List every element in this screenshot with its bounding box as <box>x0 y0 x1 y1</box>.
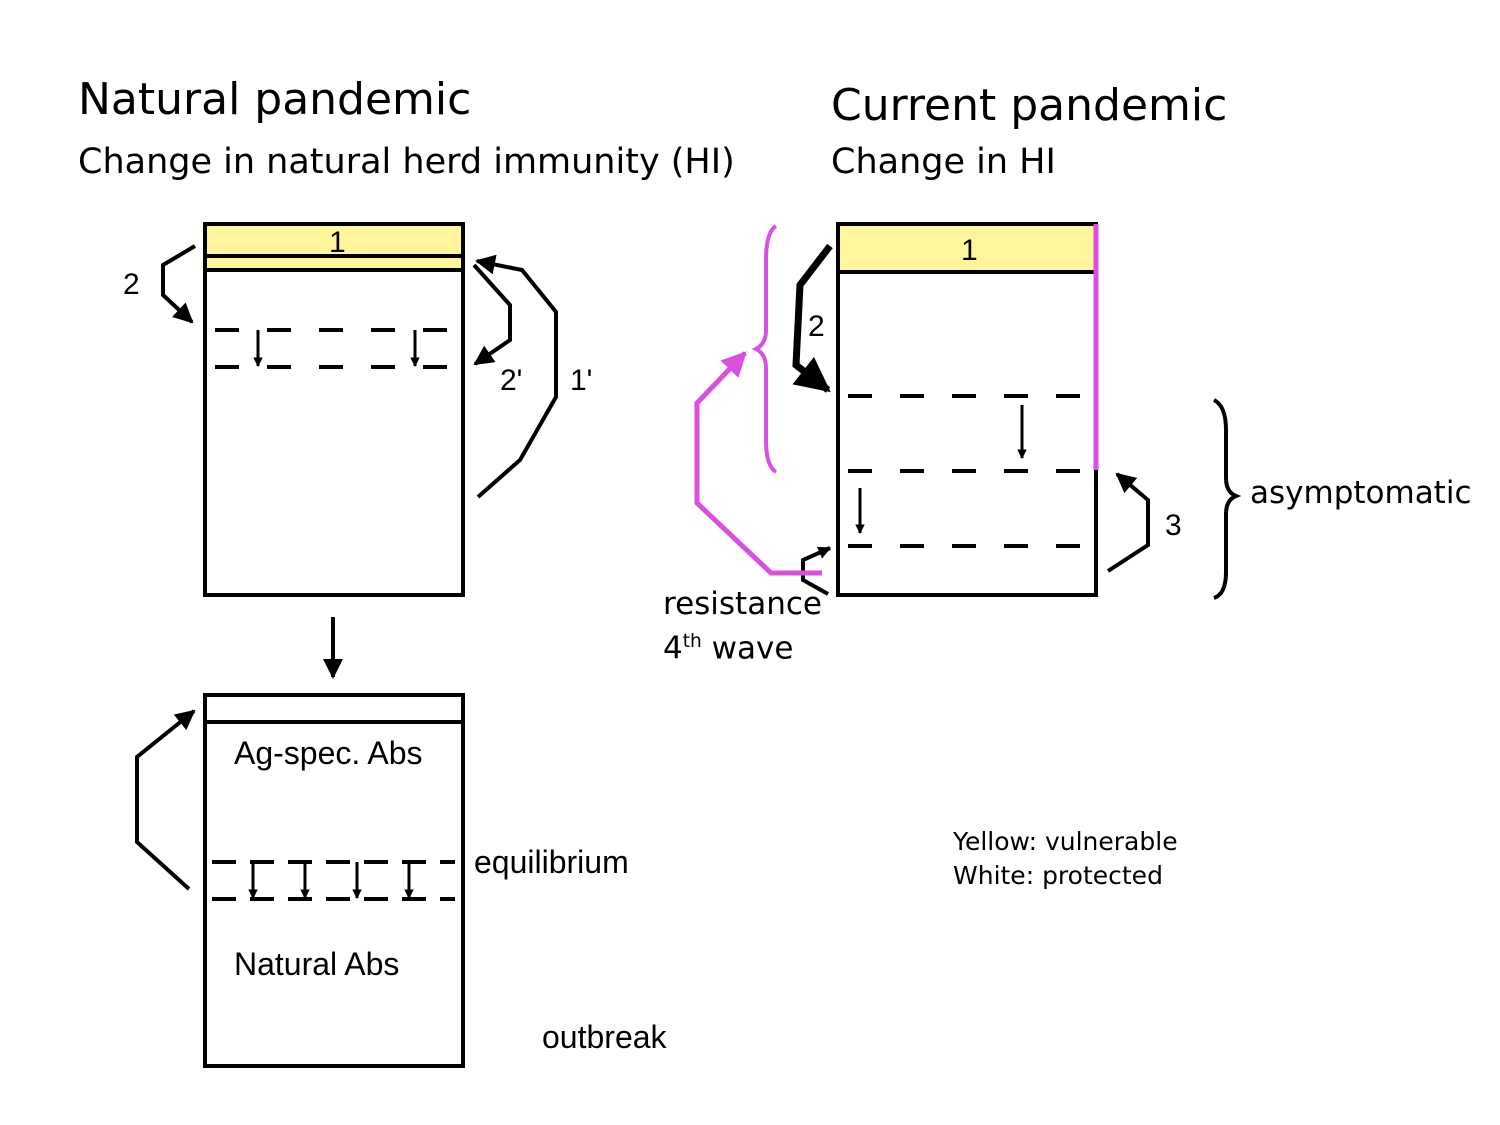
left-subtitle: Change in natural herd immunity (HI) <box>78 142 735 182</box>
right-arrow-2-label: 2 <box>808 310 825 343</box>
left-arrow-2prime-label: 2' <box>500 364 523 397</box>
right-box1-label: 1 <box>961 234 978 267</box>
equilibrium-label: equilibrium <box>474 844 629 880</box>
natural-abs-label: Natural Abs <box>234 946 400 982</box>
right-arrow-3 <box>1106 472 1150 573</box>
legend: Yellow: vulnerable White: protected <box>953 825 1178 893</box>
left-arrow-2 <box>161 244 197 324</box>
left-arrow-1prime-label: 1' <box>570 364 593 397</box>
left-box1-label: 1 <box>329 226 346 259</box>
asymptomatic-brace <box>1212 398 1242 600</box>
right-arrow-2 <box>792 243 833 393</box>
right-bottom-small-arrow <box>801 546 832 596</box>
legend-white: White: protected <box>953 860 1163 890</box>
left-arrow-1prime <box>475 254 558 499</box>
resistance-arrow <box>694 351 822 576</box>
asymptomatic-label: asymptomatic <box>1250 475 1472 511</box>
left-top-box <box>203 222 465 597</box>
right-title: Current pandemic <box>831 80 1228 131</box>
outbreak-label: outbreak <box>542 1019 667 1055</box>
right-vulnerable-band <box>838 224 1096 272</box>
left-bottom-feedback-arrow <box>135 709 196 891</box>
ag-spec-abs-label: Ag-spec. Abs <box>234 735 423 771</box>
right-box <box>836 222 1099 597</box>
right-subtitle: Change in HI <box>831 142 1056 182</box>
fourth-wave-label: 4th wave <box>663 630 794 667</box>
left-title: Natural pandemic <box>78 74 472 125</box>
left-arrow-2prime <box>472 263 512 366</box>
legend-yellow: Yellow: vulnerable <box>953 827 1178 856</box>
resistance-label: resistance <box>663 586 822 622</box>
magenta-brace <box>751 224 778 474</box>
right-arrow-3-label: 3 <box>1165 509 1182 542</box>
left-bottom-box <box>203 693 465 1068</box>
left-arrow-2-label: 2 <box>123 268 140 301</box>
